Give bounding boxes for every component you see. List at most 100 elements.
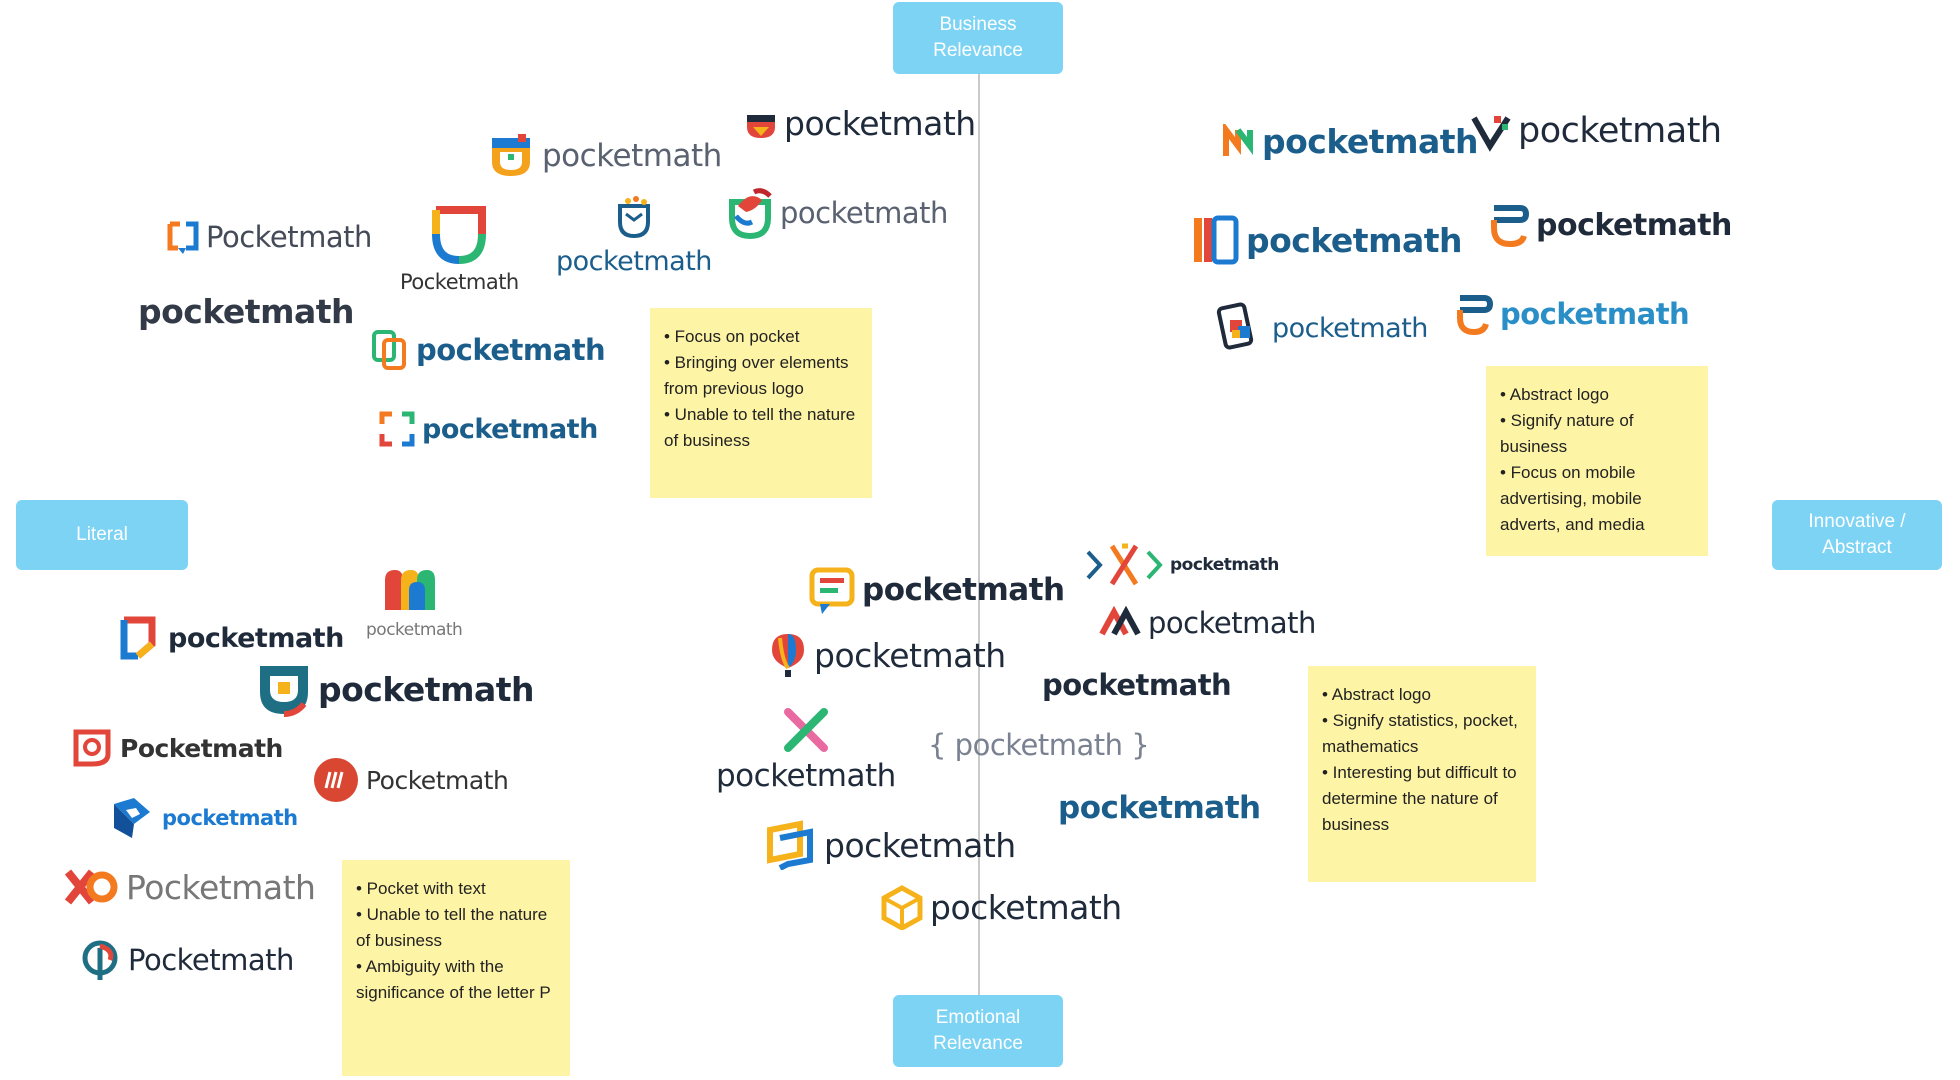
note-bottom-left: • Pocket with text • Unable to tell the … [342, 860, 570, 1076]
abstract-p-icon [809, 567, 855, 614]
logo-tl-8: pocketmath [370, 326, 606, 374]
axis-label-text: Business Relevance [933, 14, 1023, 61]
shield-pocket-icon [617, 196, 650, 239]
wordmark: pocketmath [1246, 220, 1463, 260]
bracket-square-icon [372, 330, 406, 370]
wordmark: pocketmath [556, 246, 712, 277]
wordmark: pocketmath [1170, 555, 1279, 575]
abstract-p-icon [314, 758, 358, 802]
logo-br-6: pocketmath [716, 706, 896, 794]
wordmark: Pocketmath [366, 765, 509, 795]
wordmark: pocketmath [1272, 312, 1428, 344]
note-line: • Unable to tell the nature of business [664, 405, 856, 450]
wave-pocket-icon [729, 188, 772, 240]
wordmark: pocketmath [1148, 606, 1316, 640]
wordmark: pocketmath [162, 806, 298, 830]
wordmark: pocketmath [1500, 297, 1690, 331]
abstract-p-icon [73, 729, 111, 767]
abstract-p-icon [1491, 205, 1530, 248]
note-line: • Ambiguity with the significance of the… [356, 957, 551, 1002]
pocket-shape-icon [747, 114, 775, 138]
logo-br-10: pocketmath [880, 884, 1122, 930]
logo-tr-5: pocketmath [1214, 302, 1428, 354]
logo-tl-7: pocketmath [138, 292, 355, 331]
wordmark: pocketmath [1058, 790, 1261, 826]
note-top-right: • Abstract logo • Signify nature of busi… [1486, 366, 1708, 556]
cross-icon [783, 708, 828, 752]
x-arrows-icon [64, 869, 118, 905]
note-line: • Signify statistics, pocket, mathematic… [1322, 711, 1518, 756]
abstract-p-icon [120, 616, 156, 660]
wordmark: Pocketmath [206, 220, 372, 254]
logo-tl-6: pocketmath [556, 196, 712, 277]
logo-br-8: pocketmath [1058, 790, 1261, 826]
logo-tr-3: pocketmath [1190, 212, 1463, 268]
logo-bl-1: pocketmath [366, 566, 463, 640]
wordmark: pocketmath [784, 104, 976, 143]
axis-label-text: Innovative / Abstract [1808, 511, 1906, 558]
logo-br-7: { pocketmath } [928, 728, 1150, 762]
wordmark: pocketmath [716, 758, 896, 794]
axis-label-text: Literal [76, 524, 128, 545]
pocket-shape-icon [260, 666, 308, 717]
logo-bl-4: Pocketmath [70, 726, 283, 770]
wordmark: { pocketmath } [928, 728, 1150, 762]
wordmark: pocketmath [168, 622, 344, 654]
wordmark: pocketmath [930, 887, 1122, 927]
axis-label-text: Emotional Relevance [933, 1007, 1023, 1054]
logo-tl-4: Pocketmath [166, 218, 372, 256]
wordmark: Pocketmath [400, 270, 519, 294]
logo-br-5: pocketmath [1042, 668, 1232, 702]
logo-bl-5: Pocketmath [312, 756, 509, 804]
mobile-phone-icon [1216, 302, 1254, 350]
note-line: • Signify nature of business [1500, 411, 1634, 456]
logo-bl-6: pocketmath [108, 794, 298, 842]
axis-label-literal: Literal [16, 500, 188, 570]
wordmark: pocketmath [416, 333, 606, 367]
wordmark: pocketmath [1042, 668, 1232, 702]
note-line: • Unable to tell the nature of business [356, 905, 548, 950]
abstract-p-icon [385, 570, 436, 610]
wordmark: pocketmath [422, 413, 598, 445]
logo-br-9: pocketmath [766, 820, 1016, 870]
pocket-shape-icon [432, 206, 487, 264]
axis-label-business-relevance: Business Relevance [893, 2, 1063, 74]
note-line: • Abstract logo [1322, 685, 1431, 704]
note-line: • Focus on pocket [664, 327, 800, 346]
logo-bl-7: Pocketmath [62, 866, 316, 908]
logo-tl-5: Pocketmath [400, 204, 519, 294]
vertical-axis-line [978, 70, 980, 1000]
wordmark: pocketmath [542, 138, 722, 174]
note-line: • Interesting but difficult to determine… [1322, 763, 1517, 834]
wordmark: pocketmath [1536, 207, 1732, 243]
wordmark: pocketmath [366, 620, 463, 640]
logo-tr-1: pocketmath [1222, 122, 1479, 161]
shield-pocket-icon [492, 134, 530, 176]
bracket-square-icon [379, 411, 415, 447]
wordmark: pocketmath [1262, 122, 1479, 161]
logo-bl-2: pocketmath [114, 614, 344, 662]
note-line: • Abstract logo [1500, 385, 1609, 404]
wordmark: Pocketmath [128, 943, 294, 977]
x-arrows-icon [1099, 606, 1141, 636]
bracket-square-icon [167, 221, 199, 254]
wordmark: pocketmath [814, 635, 1006, 675]
balloon-icon [772, 634, 804, 677]
logo-tl-1: pocketmath [744, 104, 976, 143]
logo-tl-9: pocketmath [378, 410, 598, 448]
wordmark: pocketmath [862, 572, 1065, 608]
logo-br-3: pocketmath [1098, 606, 1316, 640]
logo-tr-4: pocketmath [1486, 200, 1732, 250]
abstract-p-icon [82, 940, 118, 980]
logo-bl-3: pocketmath [256, 660, 535, 718]
note-top-left: • Focus on pocket • Bringing over elemen… [650, 308, 872, 498]
wordmark: Pocketmath [126, 867, 316, 907]
axis-label-emotional-relevance: Emotional Relevance [893, 995, 1063, 1067]
wordmark: Pocketmath [120, 733, 283, 763]
wordmark: pocketmath [780, 196, 948, 230]
note-line: • Focus on mobile advertising, mobile ad… [1500, 463, 1645, 534]
logo-tr-6: pocketmath [1454, 290, 1690, 338]
logo-bl-8: Pocketmath [78, 938, 294, 982]
logo-br-2: pocketmath [1084, 540, 1279, 590]
logo-br-4: pocketmath [768, 630, 1006, 680]
